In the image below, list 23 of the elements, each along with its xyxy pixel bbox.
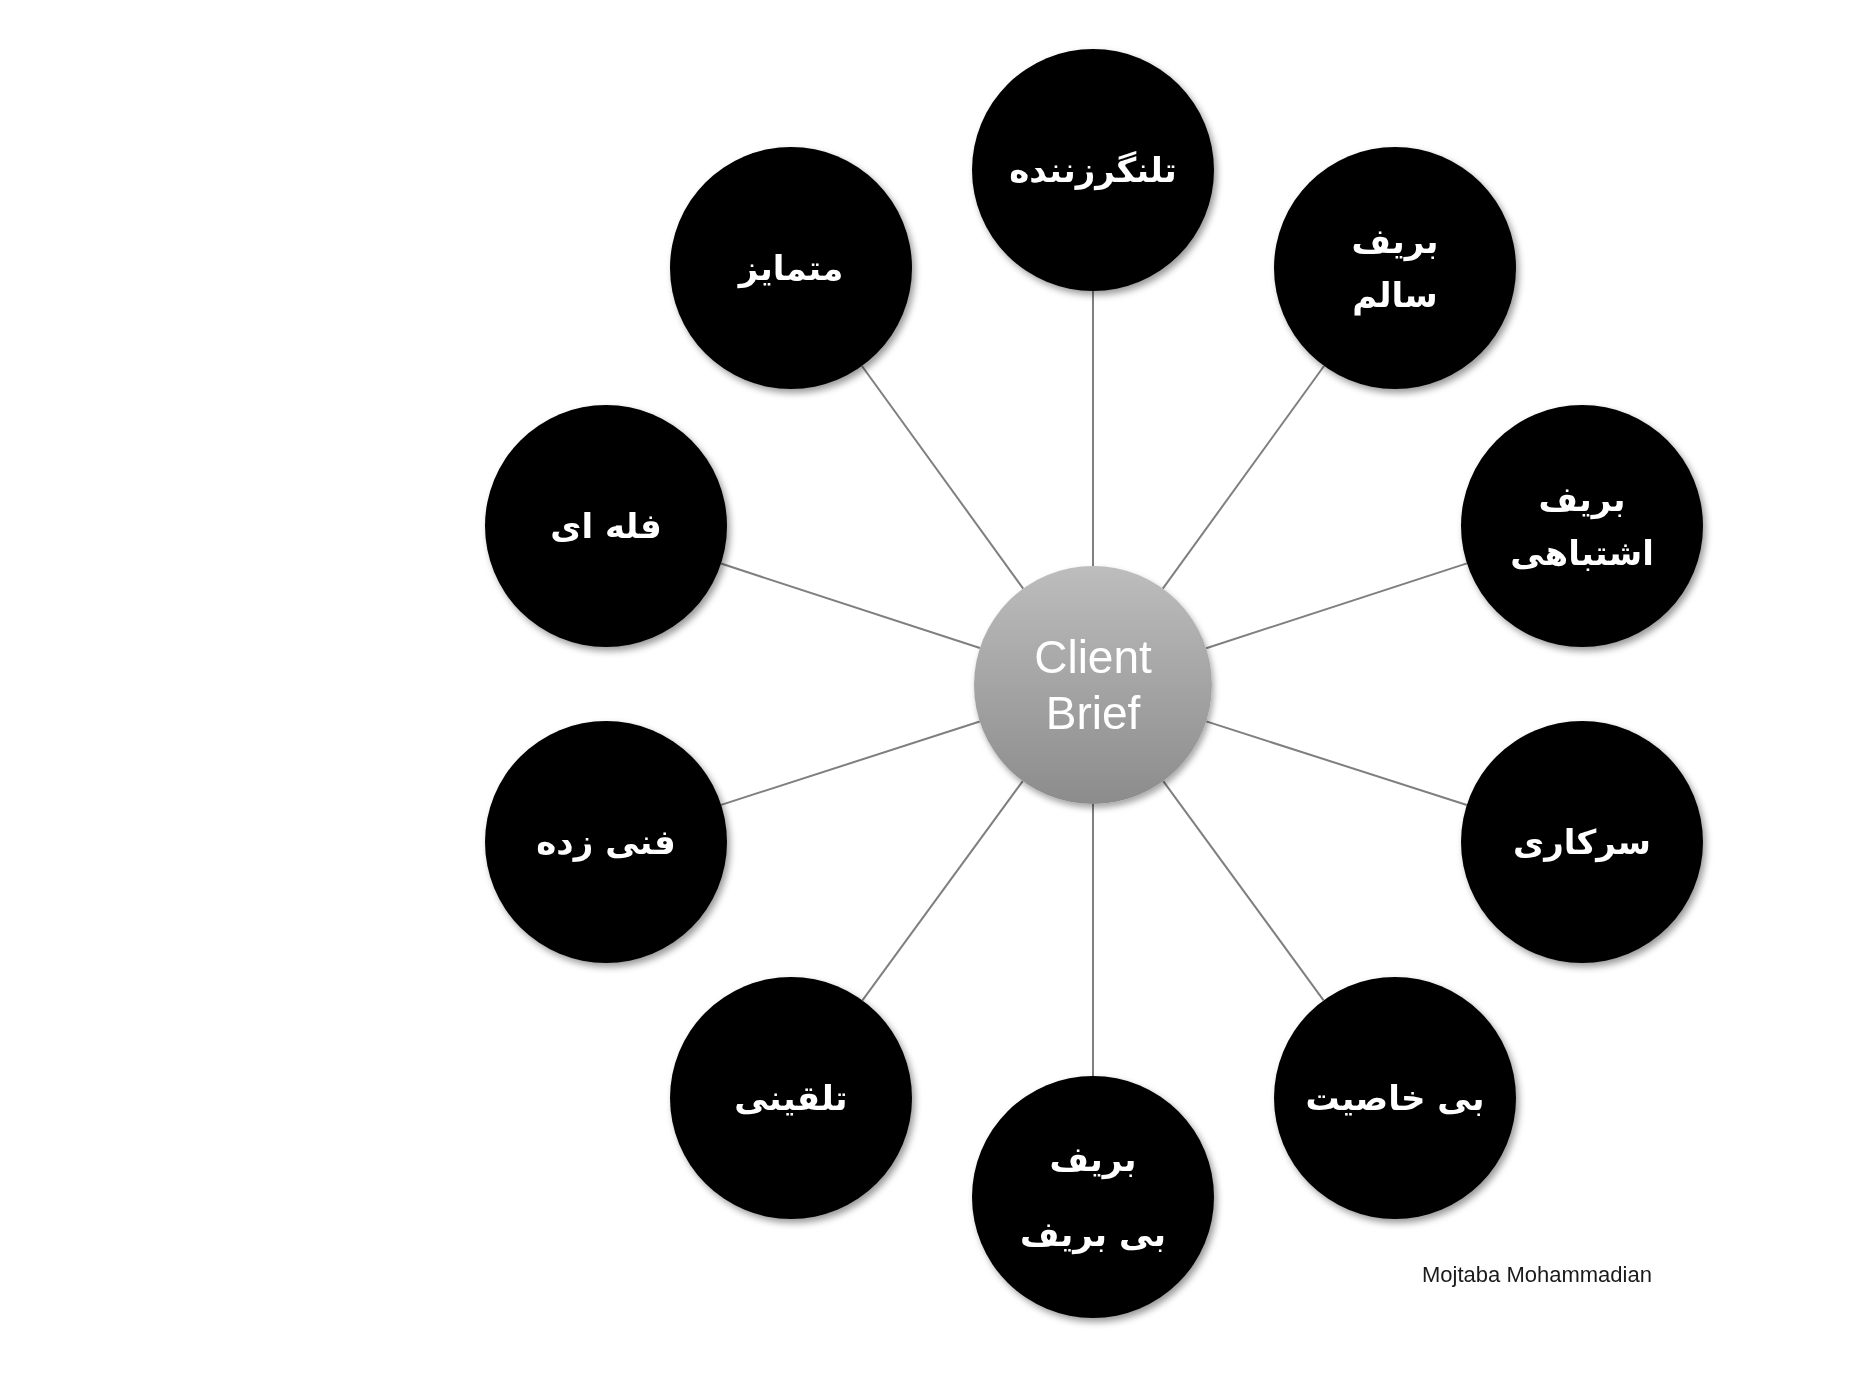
node-label: فنی زده [535, 820, 677, 864]
node-label: تلقینی [733, 1076, 849, 1120]
node-label: فله ای [549, 504, 663, 548]
connector-line [1092, 803, 1094, 1077]
node-label: بی خاصیت [1304, 1076, 1486, 1120]
node-label: سرکاری [1512, 820, 1652, 865]
connector-line [861, 780, 1024, 1002]
node-label: بی بریف [1018, 1213, 1168, 1257]
connector-line [860, 365, 1025, 590]
connector-line [720, 562, 981, 650]
node-label: بریف اشتباهی [1509, 477, 1655, 575]
credit-text: Mojtaba Mohammadian [1422, 1261, 1652, 1289]
connector-line [720, 720, 981, 806]
connector-line [1205, 562, 1468, 650]
connector-line [1161, 365, 1326, 590]
connector-line [1092, 290, 1094, 567]
connector-line [1162, 780, 1325, 1002]
node-label: متمایز [736, 246, 845, 291]
node-label: تلنگرزننده [1008, 148, 1178, 193]
node-label: Client Brief [1033, 629, 1153, 741]
node-label: بریف [1048, 1138, 1138, 1182]
node-label: بریف سالم [1350, 219, 1440, 318]
connector-line [1205, 720, 1468, 806]
